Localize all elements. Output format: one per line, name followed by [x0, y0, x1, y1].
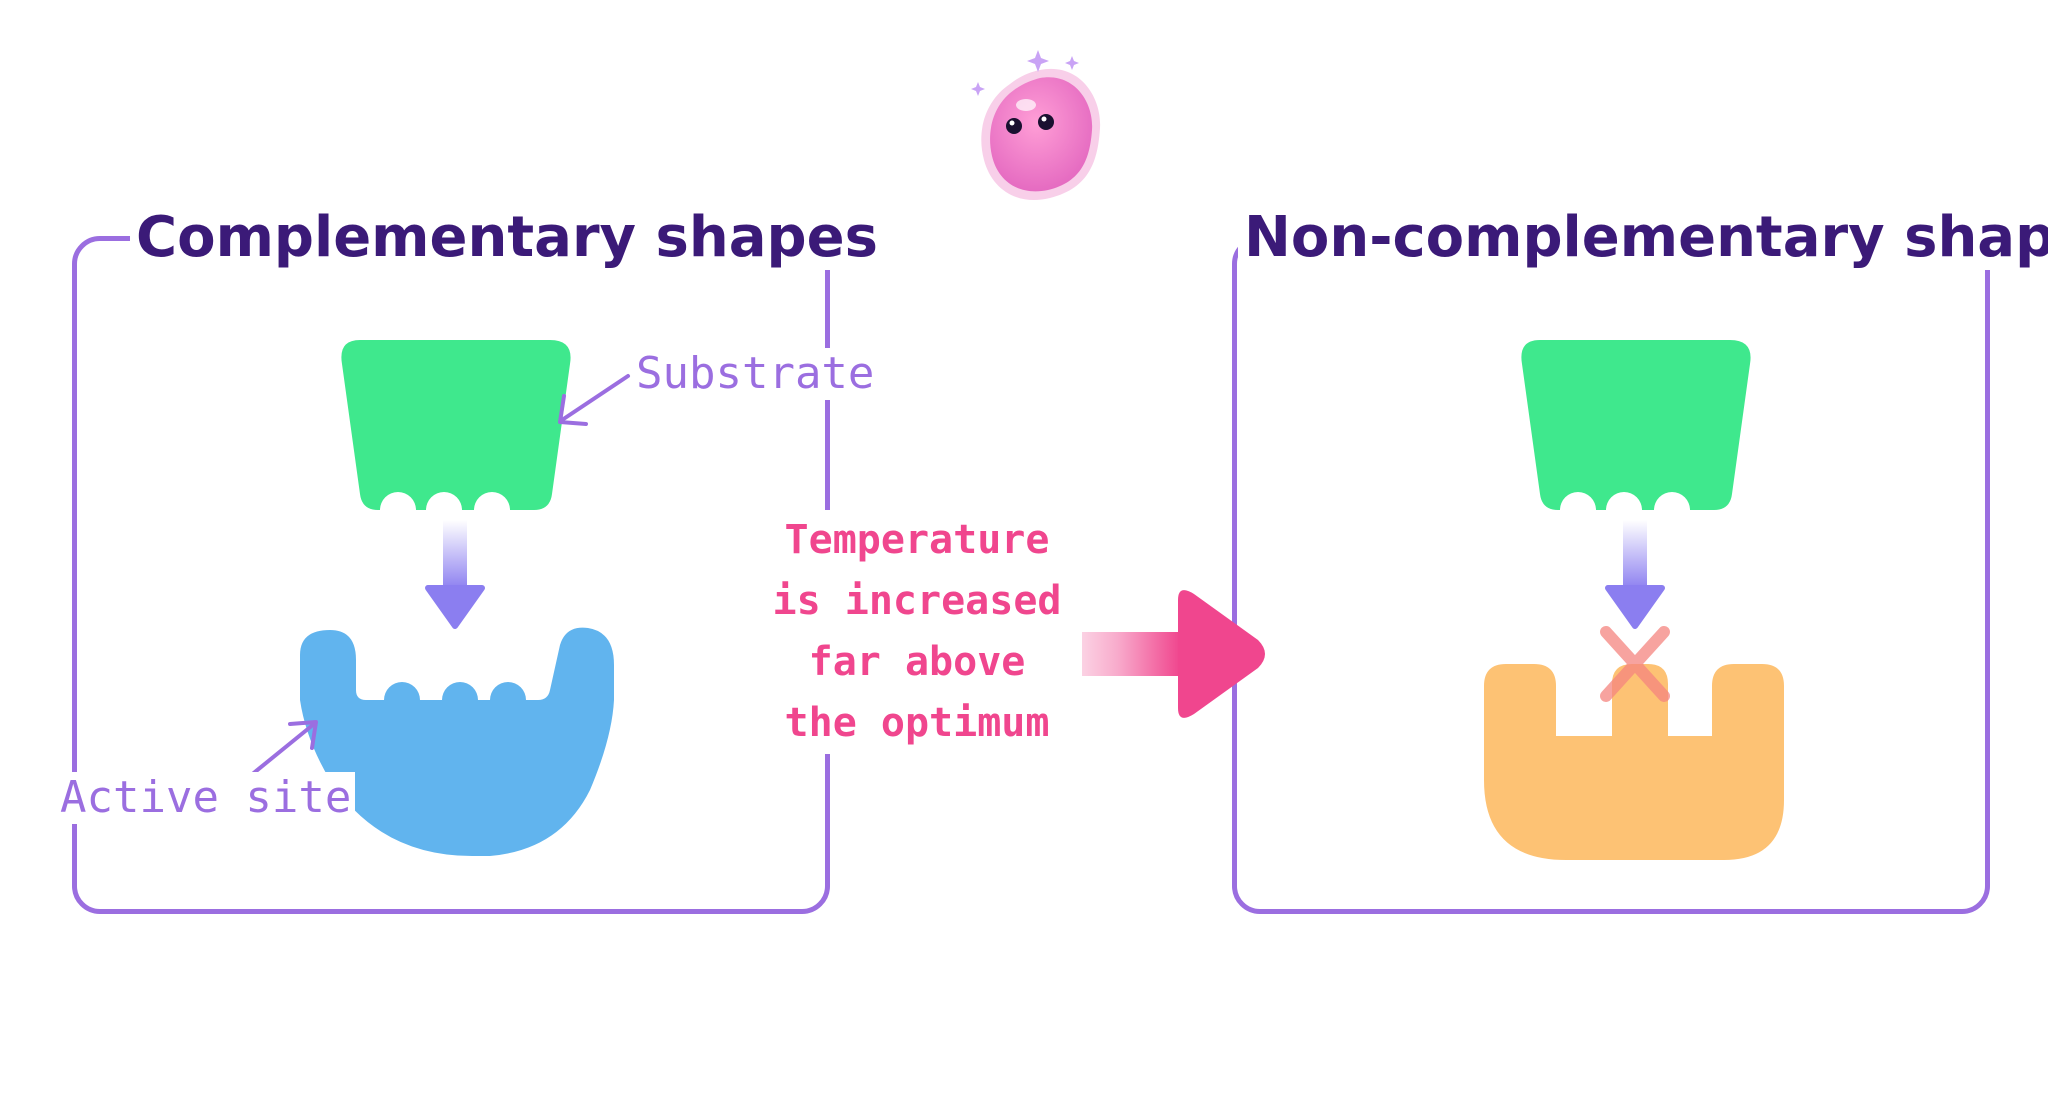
pink-blob-mascot-icon	[971, 50, 1101, 201]
right-denatured-enzyme-shape	[1484, 664, 1784, 860]
left-substrate-shape	[341, 340, 571, 510]
left-panel-title: Complementary shapes	[130, 206, 884, 270]
substrate-pointer	[558, 374, 630, 426]
transition-label: Temperature is increased far above the o…	[752, 510, 1082, 754]
transition-line-1: Temperature	[784, 517, 1050, 563]
transition-line-4: the optimum	[784, 700, 1050, 746]
active-site-pointer	[248, 720, 318, 778]
right-substrate-shape	[1521, 340, 1751, 510]
right-binding-arrow	[1605, 520, 1665, 629]
substrate-label: Substrate	[632, 348, 879, 400]
transition-line-3: far above	[808, 639, 1026, 685]
active-site-label: Active site	[56, 772, 356, 824]
transition-line-2: is increased	[772, 578, 1062, 624]
red-cross-icon	[1600, 626, 1670, 702]
left-enzyme-shape	[300, 627, 614, 856]
right-panel-title: Non-complementary shapes	[1238, 206, 2048, 270]
left-binding-arrow	[425, 520, 485, 629]
